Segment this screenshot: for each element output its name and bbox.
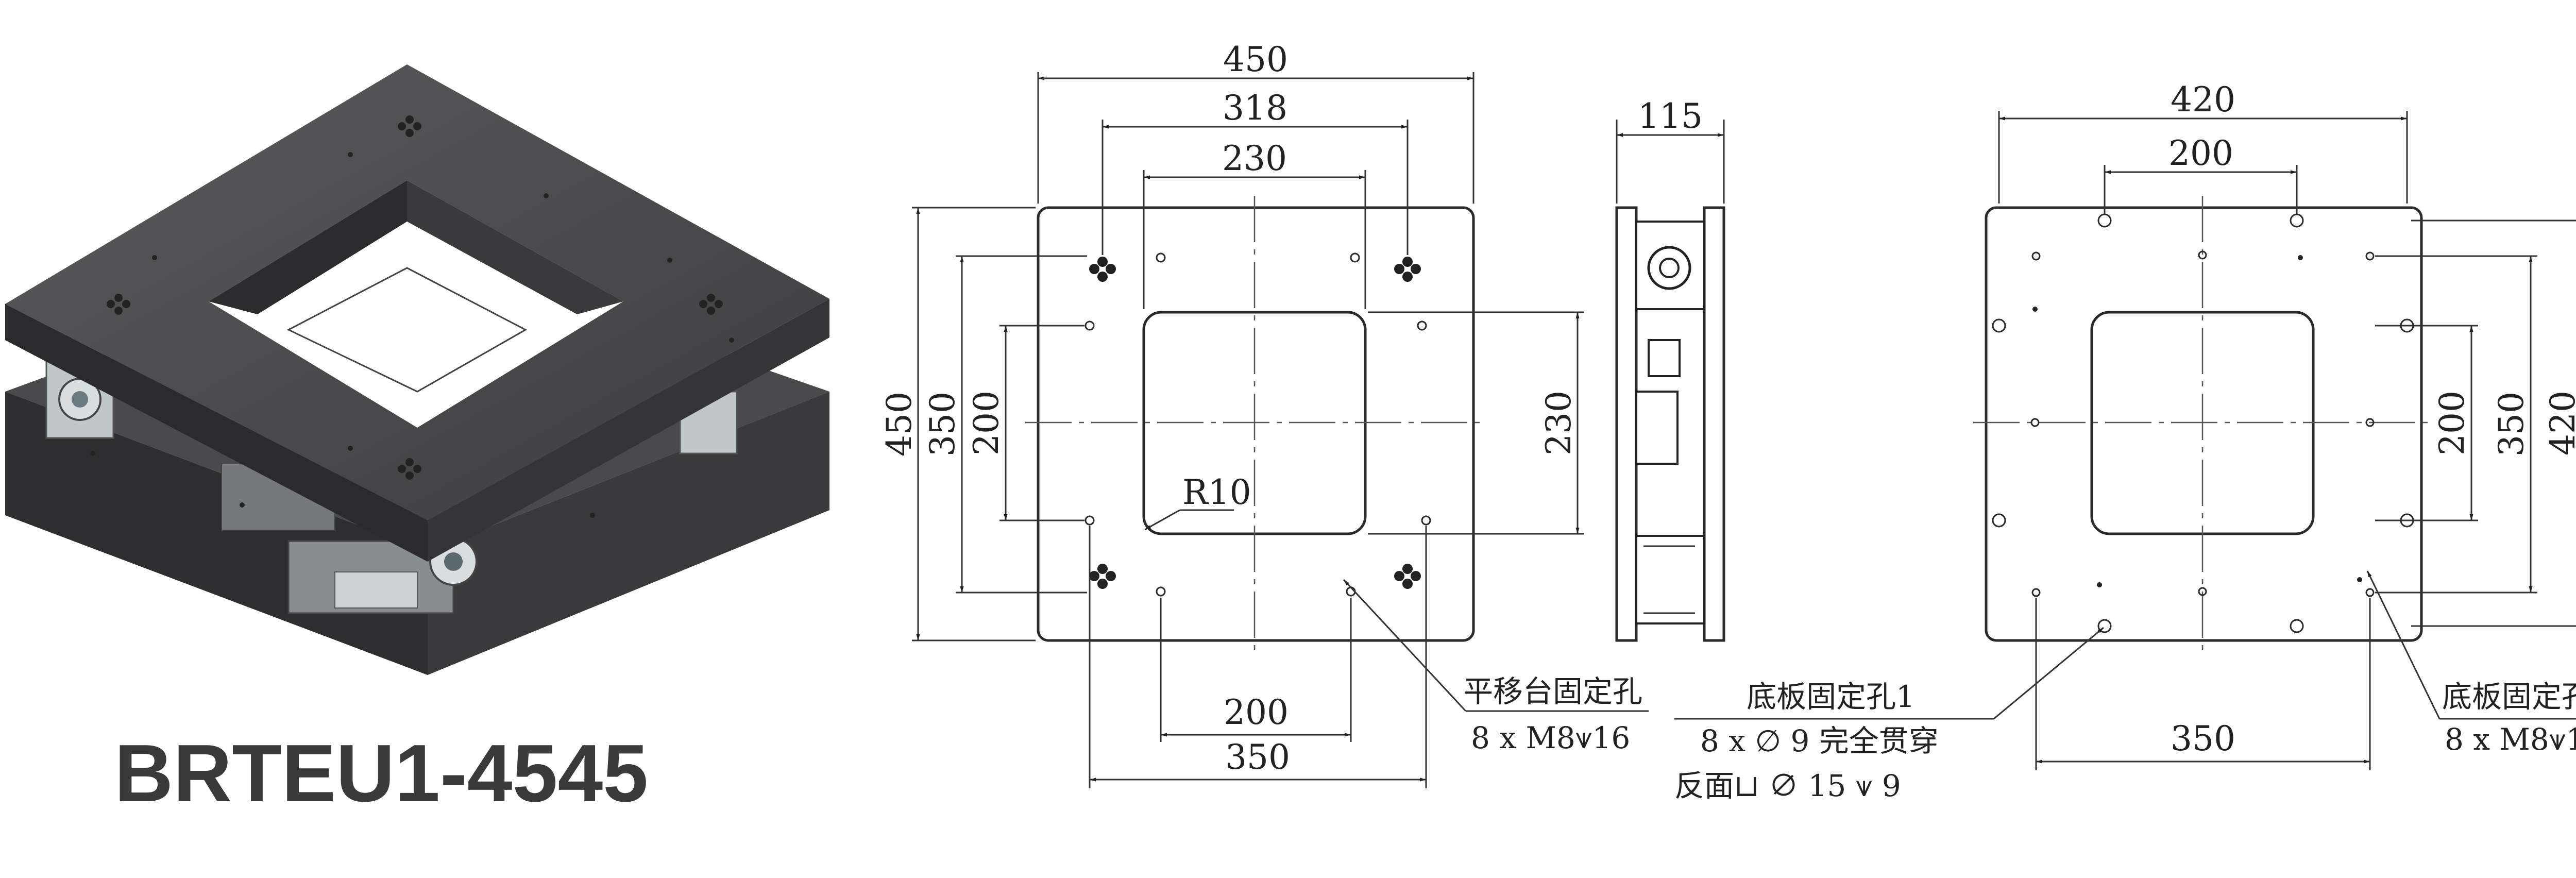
base-holes-1-counterbore: 反面⊔ ∅ 15 ⩛ 9	[1674, 768, 1901, 803]
front-width-dim: 450	[1223, 40, 1288, 79]
bottom-span-350: 350	[2171, 719, 2235, 758]
bottom-v-span-350: 350	[2492, 392, 2531, 457]
top-plate-holes	[90, 115, 734, 518]
front-radius-label: R10	[1182, 472, 1251, 512]
product-3d-render	[5, 64, 829, 675]
front-hole-span-230: 230	[1222, 139, 1287, 178]
bottom-v-span-200: 200	[2432, 391, 2472, 455]
bottom-width-dim: 420	[2171, 80, 2235, 120]
base-holes-1-spec: 8 x ∅ 9 完全贯穿	[1700, 723, 1939, 758]
stage-holes-title: 平移台固定孔	[1463, 674, 1642, 709]
front-bottom-span-350: 350	[1225, 737, 1290, 777]
base-holes-2-title: 底板固定孔2	[2442, 679, 2576, 714]
bottom-view: 420 200 200 350 420 350	[1973, 80, 2576, 770]
side-thickness-dim: 115	[1638, 96, 1703, 136]
callout-base-holes-2: 底板固定孔2 8 x M8⩛16	[2366, 570, 2576, 757]
bottom-height-dim: 420	[2543, 391, 2576, 455]
front-v-span-200: 200	[967, 391, 1006, 455]
front-mounting-holes	[1084, 252, 1431, 597]
front-height-dim: 450	[879, 392, 919, 457]
side-top-plate	[1615, 206, 1638, 642]
base-holes-1-title: 底板固定孔1	[1747, 679, 1915, 714]
product-model-label: BRTEU1-4545	[114, 728, 648, 819]
front-window-dim: 230	[1539, 391, 1579, 455]
bottom-hole-span-200: 200	[2168, 133, 2233, 173]
callout-stage-holes: 平移台固定孔 8 x M8⩛16	[1343, 579, 1649, 755]
side-view: 115	[1615, 96, 1725, 642]
callout-base-holes-1: 底板固定孔1 8 x ∅ 9 完全贯穿 反面⊔ ∅ 15 ⩛ 9	[1674, 627, 2104, 803]
front-v-span-350: 350	[923, 392, 962, 457]
base-holes-2-spec: 8 x M8⩛16	[2445, 722, 2576, 757]
front-hole-clusters	[1089, 257, 1421, 589]
stage-holes-spec: 8 x M8⩛16	[1471, 720, 1630, 755]
front-bottom-span-200: 200	[1224, 693, 1289, 732]
bottom-plate-outline	[1985, 206, 2423, 642]
side-bottom-plate	[1703, 206, 1725, 642]
front-plate-outline	[1037, 206, 1475, 642]
front-view: 450 318 230 450 350 200 230 R10 200	[879, 40, 1584, 788]
front-hole-span-318: 318	[1223, 88, 1287, 128]
